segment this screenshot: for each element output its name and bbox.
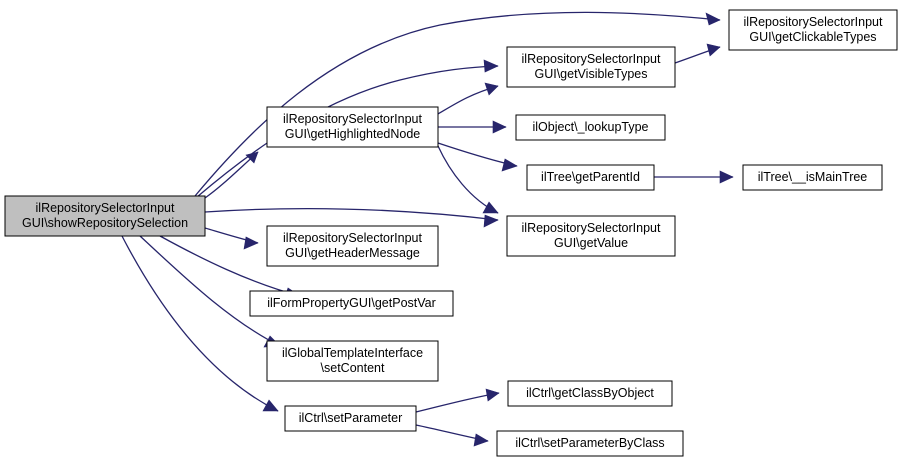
graph-node-getClickableTypes[interactable]: ilRepositorySelectorInputGUI\getClickabl… [728,9,898,51]
graph-node-setParameter[interactable]: ilCtrl\setParameter [284,405,417,432]
node-label-line: ilRepositorySelectorInput [522,52,661,66]
node-label-line: ilRepositorySelectorInput [36,201,175,215]
node-box [506,46,676,88]
nodes-layer: ilRepositorySelectorInputGUI\showReposit… [4,9,898,457]
graph-node-getHeaderMessage[interactable]: ilRepositorySelectorInputGUI\getHeaderMe… [266,225,439,267]
edges-layer [121,11,734,447]
graph-node-getVisibleTypes[interactable]: ilRepositorySelectorInputGUI\getVisibleT… [506,46,676,88]
arrowhead-icon [262,399,279,412]
node-label-line: ilTree\__isMainTree [758,170,868,184]
graph-node-getClassByObject[interactable]: ilCtrl\getClassByObject [507,380,673,407]
node-box [526,164,655,191]
arrowhead-icon [243,236,259,250]
arrowhead-icon [482,201,499,214]
call-edge-showRepositorySelection-to-getValue [204,207,499,221]
graph-node-getHighlightedNode[interactable]: ilRepositorySelectorInputGUI\getHighligh… [266,106,439,148]
node-label-line: ilTree\getParentId [541,170,640,184]
arrowhead-icon [719,170,734,184]
node-label-line: GUI\showRepositorySelection [22,216,188,230]
arrowhead-icon [705,12,721,26]
arrowhead-icon [473,433,489,447]
node-box [4,195,206,237]
node-box [506,215,676,257]
call-edge-showRepositorySelection-to-getVisibleTypes [196,65,499,198]
node-label-line: GUI\getClickableTypes [749,30,876,44]
node-box [515,114,666,141]
graph-node-getPostVar[interactable]: ilFormPropertyGUI\getPostVar [249,290,454,317]
arrowhead-icon [485,388,500,402]
call-edge-showRepositorySelection-to-setParameter [121,235,279,412]
arrowhead-icon [483,59,499,73]
call-edge-showRepositorySelection-to-getClickableTypes [194,11,721,197]
node-label-line: ilRepositorySelectorInput [744,15,883,29]
arrowhead-icon [245,151,259,164]
arrowhead-icon [483,214,499,228]
node-label-line: GUI\getValue [554,236,628,250]
call-edge-setParameter-to-getClassByObject [415,392,500,413]
graph-node-getParentId[interactable]: ilTree\getParentId [526,164,655,191]
node-box [266,225,439,267]
node-label-line: ilCtrl\getClassByObject [526,386,654,400]
node-box [728,9,898,51]
arrowhead-icon [706,43,721,57]
node-label-line: GUI\getVisibleTypes [534,67,647,81]
graph-node-setParameterByClass[interactable]: ilCtrl\setParameterByClass [496,430,684,457]
graph-node-showRepositorySelection: ilRepositorySelectorInputGUI\showReposit… [4,195,206,237]
graph-node-setContent[interactable]: ilGlobalTemplateInterface\setContent [266,340,439,382]
node-label-line: ilFormPropertyGUI\getPostVar [267,296,436,310]
node-label-line: GUI\getHeaderMessage [285,246,420,260]
call-edge-showRepositorySelection-to-setContent [139,235,281,347]
node-label-line: \setContent [321,361,385,375]
node-box [266,106,439,148]
node-box [266,340,439,382]
node-label-line: GUI\getHighlightedNode [285,127,421,141]
node-label-line: ilGlobalTemplateInterface [282,346,423,360]
node-box [249,290,454,317]
graph-node-isMainTree[interactable]: ilTree\__isMainTree [742,164,883,191]
node-box [742,164,883,191]
arrowhead-icon [501,158,518,172]
node-label-line: ilRepositorySelectorInput [283,112,422,126]
arrowhead-icon [492,120,507,134]
node-label-line: ilRepositorySelectorInput [283,231,422,245]
node-label-line: ilRepositorySelectorInput [522,221,661,235]
arrowhead-icon [484,82,499,96]
node-label-line: ilCtrl\setParameterByClass [515,436,664,450]
graph-node-lookupType[interactable]: ilObject\_lookupType [515,114,666,141]
node-label-line: ilObject\_lookupType [532,120,648,134]
node-box [496,430,684,457]
node-label-line: ilCtrl\setParameter [299,411,403,425]
node-box [507,380,673,407]
node-box [284,405,417,432]
